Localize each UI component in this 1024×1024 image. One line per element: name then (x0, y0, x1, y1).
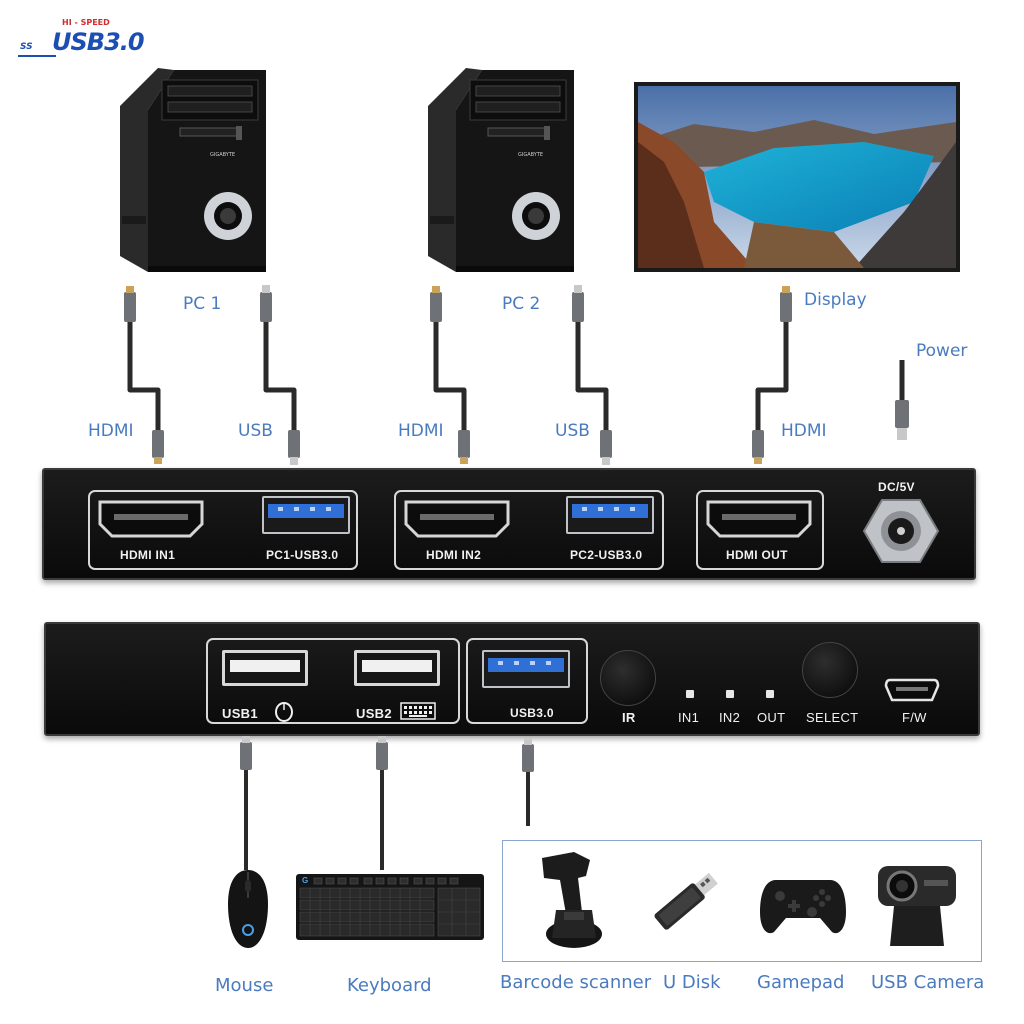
port-group-out (696, 490, 824, 570)
pc2-usb3-port[interactable] (566, 496, 654, 534)
pc2-tower-image: GIGABYTE (426, 66, 578, 278)
usb3-logo-ss: SS (20, 42, 33, 52)
hdmi-in1-port[interactable] (98, 500, 204, 538)
usb3-group (466, 638, 588, 724)
mouse-image (228, 870, 268, 948)
pc1-tower-brand: GIGABYTE (210, 152, 236, 158)
hdmi-label-1: HDMI (88, 421, 134, 441)
usb2-port[interactable] (354, 650, 440, 686)
pc2-tower-brand: GIGABYTE (518, 152, 544, 158)
in1-label: IN1 (678, 710, 700, 725)
hdmi-label-3: HDMI (781, 421, 827, 441)
bottom-cables (240, 736, 534, 870)
top-cables (124, 285, 909, 465)
ir-receiver (600, 650, 656, 706)
in1-led (686, 690, 694, 698)
hdmi-in2-port[interactable] (404, 500, 510, 538)
keyboard-icon (400, 702, 436, 720)
mouse-label: Mouse (215, 975, 274, 996)
keyboard-label: Keyboard (347, 975, 432, 996)
micro-usb-port[interactable] (884, 678, 940, 702)
out-label: OUT (757, 710, 786, 725)
ir-label: IR (622, 710, 636, 725)
pc1-tower-image: GIGABYTE (118, 66, 270, 278)
hdmi-out-port[interactable] (706, 500, 812, 538)
keyboard-image: G (296, 874, 484, 940)
pc1-usb3-port[interactable] (262, 496, 350, 534)
mouse-icon (275, 702, 293, 722)
gamepad-image (760, 880, 846, 934)
usb3-logo-speed: HI - SPEED (62, 18, 110, 27)
hdmi-out-label: HDMI OUT (726, 548, 788, 562)
display-monitor-image (634, 82, 960, 272)
kvm-rear-panel: HDMI IN1 PC1-USB3.0 HDMI IN2 PC2-USB3.0 … (42, 468, 976, 580)
kvm-front-panel: USB1 USB2 USB3.0 IR IN1 IN2 OUT SELECT F… (44, 622, 980, 736)
usb-label-1: USB (238, 421, 273, 441)
select-label: SELECT (806, 710, 859, 725)
barcode-scanner-label: Barcode scanner (500, 972, 652, 993)
port-group-pc1 (88, 490, 358, 570)
out-led (766, 690, 774, 698)
u-disk-label: U Disk (663, 972, 721, 993)
usb-camera-label: USB Camera (871, 972, 985, 993)
usb-devices-frame (502, 840, 982, 962)
dc-power-jack[interactable] (862, 498, 940, 564)
gamepad-label: Gamepad (757, 972, 845, 993)
usb3-port[interactable] (482, 650, 570, 688)
usb3-logo: HI - SPEED SS USB3.0 (18, 18, 158, 66)
usb1-label: USB1 (222, 706, 258, 721)
hdmi-in1-label: HDMI IN1 (120, 548, 176, 562)
port-group-pc2 (394, 490, 664, 570)
usb2-label: USB2 (356, 706, 392, 721)
keyboard-brand: G (302, 876, 309, 885)
dc-5v-label: DC/5V (878, 480, 915, 494)
barcode-scanner-image (542, 852, 602, 948)
usb3-label: USB3.0 (510, 706, 554, 720)
usb-hid-group (206, 638, 460, 724)
pc1-usb3-label: PC1-USB3.0 (266, 548, 339, 562)
power-label: Power (916, 341, 968, 361)
select-button[interactable] (802, 642, 858, 698)
usb-camera-image (878, 866, 956, 946)
fw-label: F/W (902, 710, 927, 725)
in2-label: IN2 (719, 710, 741, 725)
in2-led (726, 690, 734, 698)
u-disk-image (654, 872, 718, 930)
usb1-port[interactable] (222, 650, 308, 686)
hdmi-in2-label: HDMI IN2 (426, 548, 482, 562)
pc2-label: PC 2 (502, 294, 541, 314)
display-label: Display (804, 290, 867, 310)
usb-label-2: USB (555, 421, 590, 441)
pc1-label: PC 1 (183, 294, 222, 314)
hdmi-label-2: HDMI (398, 421, 444, 441)
usb3-logo-main: USB3.0 (52, 28, 145, 56)
pc2-usb3-label: PC2-USB3.0 (570, 548, 643, 562)
